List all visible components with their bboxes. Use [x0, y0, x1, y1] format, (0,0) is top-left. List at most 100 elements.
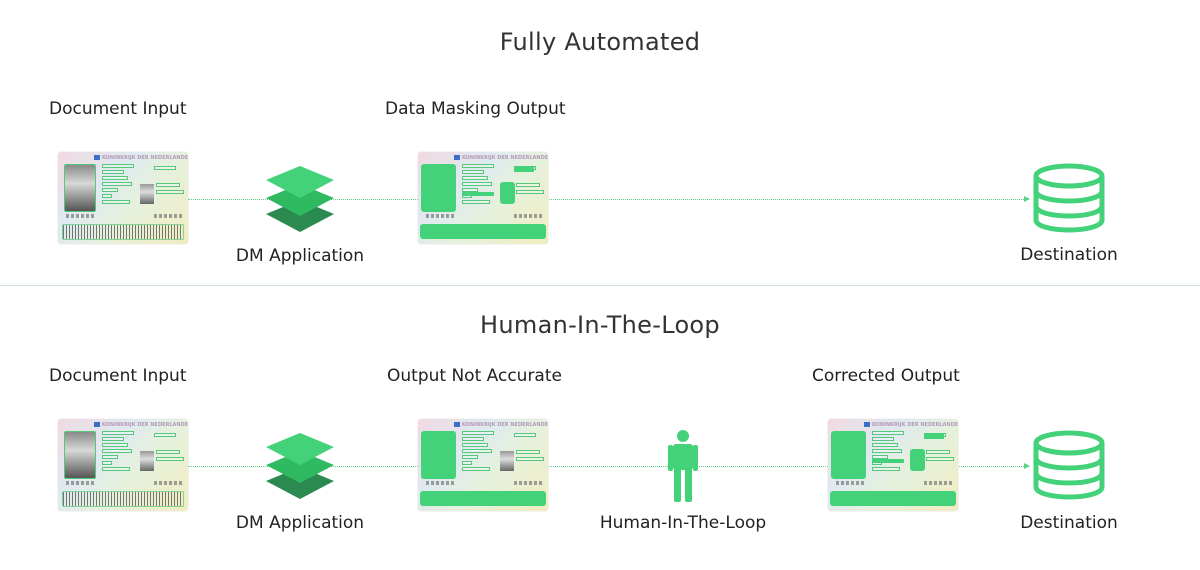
label-data-masking-output: Data Masking Output — [385, 99, 566, 119]
mask-block — [421, 431, 456, 479]
card-field — [102, 176, 128, 180]
arrow-head-icon — [1024, 463, 1030, 469]
human-in-the-loop-label: Human-In-The-Loop — [599, 513, 767, 533]
mask-block — [831, 431, 866, 479]
section-divider — [0, 285, 1200, 286]
card-field — [156, 190, 184, 194]
card-field — [462, 455, 478, 459]
flag-icon — [94, 422, 100, 427]
card-field — [102, 194, 112, 198]
id-card-input: KONINKRIJK DER NEDERLANDEN — [58, 152, 188, 244]
portrait-photo — [64, 431, 96, 479]
card-header: KONINKRIJK DER NEDERLANDEN — [462, 422, 548, 428]
mrz-zone — [62, 224, 184, 240]
destination-label: Destination — [1020, 245, 1118, 265]
card-field — [102, 182, 132, 186]
card-dots — [426, 481, 456, 485]
card-field — [462, 176, 488, 180]
flag-icon — [94, 155, 100, 160]
card-field — [462, 164, 494, 168]
card-field — [102, 461, 112, 465]
card-field — [102, 200, 130, 204]
small-portrait-photo — [500, 451, 514, 471]
card-dots — [154, 481, 182, 485]
card-dots — [154, 214, 182, 218]
card-field — [154, 433, 176, 437]
card-field — [154, 166, 176, 170]
card-field — [514, 433, 536, 437]
card-dots — [836, 481, 866, 485]
card-dots — [514, 214, 542, 218]
card-field — [462, 182, 492, 186]
label-output-not-accurate: Output Not Accurate — [387, 366, 562, 386]
small-portrait-photo — [140, 184, 154, 204]
card-field — [872, 449, 902, 453]
card-field — [872, 467, 900, 471]
card-field — [516, 457, 544, 461]
card-field — [102, 467, 130, 471]
portrait-photo — [64, 164, 96, 212]
card-dots — [514, 481, 542, 485]
card-field — [462, 188, 478, 192]
id-card-input: KONINKRIJK DER NEDERLANDEN — [58, 419, 188, 511]
card-field — [462, 170, 484, 174]
destination-label: Destination — [1020, 513, 1118, 533]
mask-block — [421, 164, 456, 212]
mask-block — [910, 449, 925, 471]
card-field — [516, 450, 540, 454]
database-icon — [1033, 163, 1105, 233]
database-icon — [1033, 430, 1105, 500]
mask-block — [420, 491, 546, 506]
card-field — [462, 443, 488, 447]
card-dots — [66, 214, 96, 218]
card-dots — [924, 481, 952, 485]
card-field — [462, 461, 472, 465]
card-field — [516, 183, 540, 187]
card-field — [872, 455, 888, 459]
card-header: KONINKRIJK DER NEDERLANDEN — [872, 422, 958, 428]
card-header: KONINKRIJK DER NEDERLANDEN — [102, 155, 188, 161]
card-header: KONINKRIJK DER NEDERLANDEN — [462, 155, 548, 161]
card-field — [872, 443, 898, 447]
card-field — [102, 449, 132, 453]
card-field — [516, 190, 544, 194]
flag-icon — [864, 422, 870, 427]
mrz-zone — [62, 491, 184, 507]
card-dots — [66, 481, 96, 485]
card-field — [156, 457, 184, 461]
card-field — [102, 170, 124, 174]
card-field — [156, 183, 180, 187]
flag-icon — [454, 422, 460, 427]
card-field — [156, 450, 180, 454]
label-corrected-output: Corrected Output — [812, 366, 960, 386]
flow-line — [188, 466, 1026, 467]
mask-block — [924, 433, 944, 439]
label-document-input: Document Input — [49, 99, 187, 119]
section-title-fully-automated: Fully Automated — [499, 28, 701, 56]
id-card-masked-output: KONINKRIJK DER NEDERLANDEN — [828, 419, 958, 511]
card-field — [462, 200, 490, 204]
flow-line — [188, 199, 1026, 200]
mask-block — [420, 224, 546, 239]
card-dots — [426, 214, 456, 218]
mask-block — [872, 459, 904, 463]
section-title-human-in-the-loop: Human-In-The-Loop — [480, 311, 720, 339]
card-field — [102, 188, 118, 192]
card-field — [102, 164, 134, 168]
card-field — [926, 450, 950, 454]
card-field — [462, 431, 494, 435]
card-field — [462, 437, 484, 441]
card-field — [102, 437, 124, 441]
label-document-input: Document Input — [49, 366, 187, 386]
arrow-head-icon — [1024, 196, 1030, 202]
layers-icon — [266, 166, 334, 232]
mask-block — [830, 491, 956, 506]
card-field — [102, 431, 134, 435]
card-field — [462, 449, 492, 453]
small-portrait-photo — [140, 451, 154, 471]
mask-block — [500, 182, 515, 204]
id-card-inaccurate-output: KONINKRIJK DER NEDERLANDEN — [418, 419, 548, 511]
layers-icon — [266, 433, 334, 499]
dm-application-label: DM Application — [235, 246, 365, 266]
id-card-masked-output: KONINKRIJK DER NEDERLANDEN — [418, 152, 548, 244]
